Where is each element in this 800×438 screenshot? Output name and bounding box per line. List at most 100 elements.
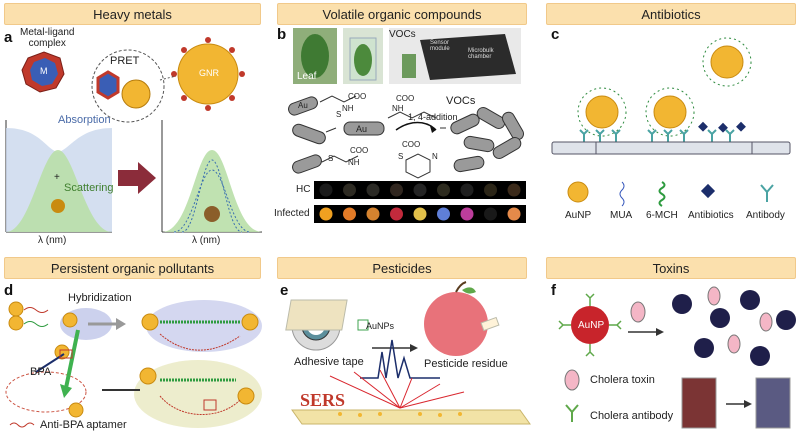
cuvette-red: [681, 377, 717, 429]
au-label-2: Au: [298, 101, 308, 110]
hc-dots-dot: [319, 183, 333, 197]
scattering-peak-right: [162, 150, 262, 232]
panel-d-letter: d: [4, 282, 14, 299]
infected-label: Infected: [274, 208, 310, 219]
legend-toxin-icon: [564, 369, 580, 391]
gold-nanoparticles: [8, 301, 259, 418]
antibody-row: [579, 129, 735, 142]
hc-dots-dot: [484, 183, 497, 197]
legend-antibody-icon: [760, 184, 774, 202]
tape-label: Adhesive tape: [294, 356, 364, 368]
inf-dots-dot: [484, 207, 497, 221]
substrate-particles: [338, 412, 462, 417]
inf-dots-dot: [390, 207, 403, 221]
aunp-antibodies: [558, 293, 622, 357]
bpa-bound-ellipse: [134, 360, 262, 428]
pret-gold-particle: [121, 79, 151, 109]
addition-label: 1, 4-addition: [408, 112, 458, 122]
s-label-2: S: [328, 154, 334, 163]
hc-chip-dots: [319, 183, 521, 197]
sers-spectrum: [360, 339, 440, 379]
aunp-with-ligands: [585, 45, 744, 129]
antibody-label-f: Cholera antibody: [590, 410, 674, 422]
legend-aunp: AuNP: [565, 210, 592, 221]
plus-label: +: [54, 172, 60, 183]
panel-c-letter: c: [551, 26, 560, 43]
lambda-left-label: λ (nm): [38, 235, 67, 246]
hc-dots-dot: [413, 183, 427, 197]
au-rods: [288, 96, 524, 174]
hybridization-label: Hybridization: [68, 292, 132, 304]
hc-dots-dot: [460, 183, 474, 197]
panel-e-letter: e: [280, 282, 289, 299]
bpa-bound-icon: [203, 399, 217, 411]
arrow-bpa: [35, 353, 65, 373]
chamber-label: Microbulk chamber: [468, 48, 494, 60]
aptamer-legend-icon: [9, 422, 35, 428]
panel-b-header: Volatile organic compounds: [277, 3, 527, 25]
panel-a-header: Heavy metals: [4, 3, 261, 25]
antibiotic-markers: [698, 121, 746, 133]
legend-antibody-icon-f: [565, 404, 579, 422]
pret-label: PRET: [110, 55, 140, 67]
legend-mua-icon: [619, 181, 625, 207]
aunp-label-f: AuNP: [578, 320, 605, 331]
inf-dots-dot: [460, 207, 474, 221]
aunps-label: AuNPs: [366, 321, 395, 331]
aggregated-particles: [672, 290, 796, 366]
inf-dots-dot: [437, 207, 450, 221]
strand-red: [23, 307, 49, 313]
particle-left: [51, 199, 65, 213]
hc-dots-dot: [390, 183, 403, 197]
hc-dots-dot: [343, 183, 356, 197]
reaction-arrow: [395, 121, 437, 131]
laser-beams: [329, 369, 465, 409]
nh2-label-1: NH: [342, 104, 354, 113]
scattering-label: Scattering: [64, 182, 114, 194]
infected-chip-dots: [319, 207, 521, 221]
molecule-bonds: [319, 95, 446, 179]
inf-dots-dot: [413, 207, 427, 221]
bpa-molecule-ellipse: [5, 371, 87, 413]
s-label-3: S: [398, 152, 404, 161]
panel-c-header: Antibiotics: [546, 3, 796, 25]
particle-right: [204, 206, 220, 222]
nh2-label-3: NH: [348, 158, 360, 167]
aggregated-toxins: [707, 286, 773, 354]
hybrid-ellipse-large: [146, 300, 262, 352]
cuvette-blue: [755, 377, 791, 429]
legend-aunp-icon: [567, 181, 589, 203]
legend-6mch: 6-MCH: [646, 210, 678, 221]
scattering-curve: [6, 150, 112, 232]
residue-label: Pesticide residue: [424, 358, 508, 370]
vocs-top-label: VOCs: [389, 29, 416, 40]
panel-d-header: Persistent organic pollutants: [4, 257, 261, 279]
pret-complex: [96, 70, 120, 100]
legend-antibiotics-icon: [700, 183, 716, 199]
au-label-1: Au: [356, 124, 368, 134]
nh2-label-2: NH: [392, 104, 404, 113]
hc-dots-dot: [366, 183, 380, 197]
legend-antibody: Antibody: [746, 210, 785, 221]
aptamer-label: Anti-BPA aptamer: [40, 419, 127, 431]
metal-label: M: [40, 66, 48, 76]
toxin-label: Cholera toxin: [590, 374, 655, 386]
inf-dots-dot: [343, 207, 356, 221]
loop-strand: [159, 333, 241, 351]
legend-antibiotics: Antibiotics: [688, 210, 734, 221]
panel-f-header: Toxins: [546, 257, 796, 279]
hc-dots-dot: [437, 183, 450, 197]
inf-dots-dot: [366, 207, 380, 221]
aunp-sheet: [285, 299, 348, 331]
bpa-label: BPA: [30, 366, 52, 378]
ligand-halo: [577, 37, 752, 137]
s-label-1: S: [336, 110, 342, 119]
hc-label: HC: [296, 184, 311, 195]
sers-label: SERS: [300, 390, 346, 410]
